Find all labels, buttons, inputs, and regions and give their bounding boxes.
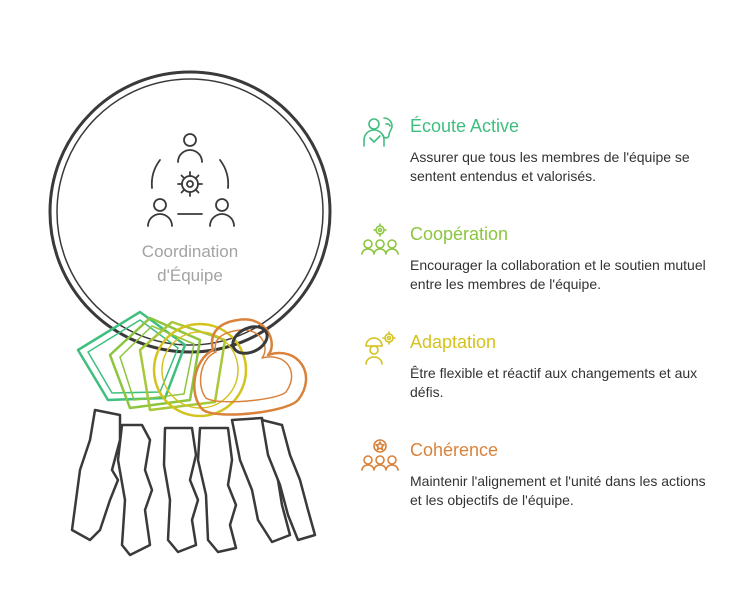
item-description: Assurer que tous les membres de l'équipe… — [410, 149, 690, 184]
key-blades — [70, 408, 317, 557]
key-blade-6 — [260, 418, 317, 542]
center-label-line2: d'Équipe — [157, 266, 223, 285]
item-description: Maintenir l'alignement et l'unité dans l… — [410, 473, 706, 508]
group-gear-icon — [361, 223, 399, 255]
key-ring — [48, 70, 332, 354]
key-blade-2 — [116, 423, 154, 557]
center-label-line1: Coordination — [141, 242, 239, 261]
key-head-lime — [108, 316, 202, 410]
item-title: Adaptation — [410, 332, 497, 352]
team-star-icon — [361, 439, 399, 471]
key-blade-3 — [162, 426, 200, 554]
item-title: Coopération — [410, 224, 509, 244]
team-gear-icon — [147, 133, 235, 227]
item-description: Être flexible et réactif aux changements… — [410, 365, 698, 400]
key-head-green — [76, 310, 187, 402]
item-title: Cohérence — [410, 440, 499, 460]
key-head-lime2 — [138, 320, 227, 412]
item-title: Écoute Active — [410, 116, 520, 136]
key-ring-inner — [56, 78, 324, 346]
key-heads — [76, 310, 308, 418]
key-head-orange — [193, 318, 308, 416]
key-blade-4 — [196, 426, 238, 554]
worker-gear-icon — [365, 331, 396, 365]
listening-person-icon — [363, 117, 393, 147]
key-blade-1 — [70, 408, 122, 542]
key-head-yellow — [152, 322, 248, 418]
item-description: Encourager la collaboration et le soutie… — [410, 257, 706, 292]
link-ring — [231, 325, 269, 355]
